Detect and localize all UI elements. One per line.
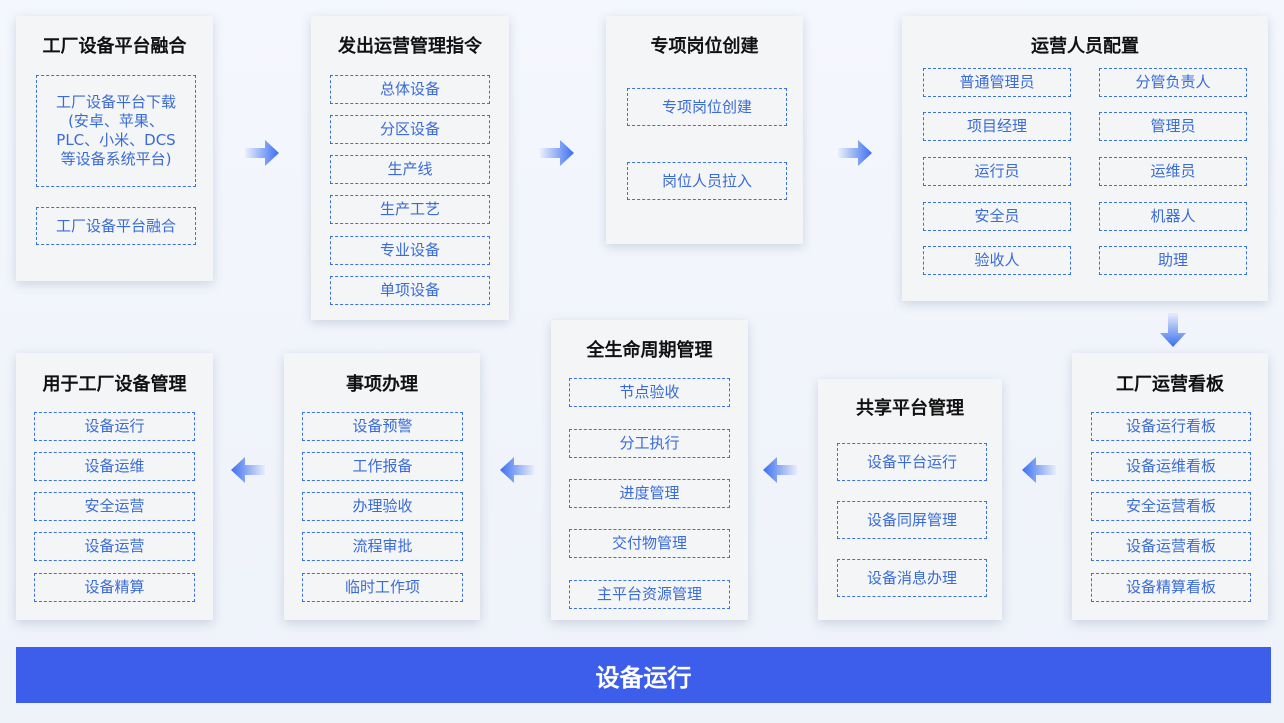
- item-screen-sharing: 设备同屏管理: [837, 501, 987, 539]
- card-operation-instruction: 发出运营管理指令 总体设备 分区设备 生产线 生产工艺 专业设备 单项设备: [311, 16, 509, 320]
- item-node-acceptance: 节点验收: [569, 378, 730, 407]
- arrow-right-icon: [540, 140, 574, 166]
- card-title: 全生命周期管理: [586, 340, 713, 361]
- item-task-execution: 分工执行: [569, 429, 730, 458]
- item-robot: 机器人: [1099, 202, 1247, 231]
- item-message-handling: 设备消息办理: [837, 559, 987, 597]
- item-operation-dashboard: 设备运营看板: [1091, 532, 1251, 561]
- card-factory-platform-fusion: 工厂设备平台融合 工厂设备平台下载 (安卓、苹果、 PLC、小米、DCS 等设备…: [16, 16, 213, 281]
- card-title: 工厂设备平台融合: [42, 36, 187, 57]
- item-single-equipment: 单项设备: [330, 276, 490, 305]
- card-lifecycle: 全生命周期管理 节点验收 分工执行 进度管理 交付物管理 主平台资源管理: [551, 320, 748, 620]
- arrow-left-icon: [500, 457, 534, 483]
- item-division-lead: 分管负责人: [1099, 68, 1247, 97]
- card-title: 发出运营管理指令: [338, 36, 482, 57]
- item-main-platform-resources: 主平台资源管理: [569, 580, 730, 609]
- card-title: 专项岗位创建: [650, 36, 759, 57]
- card-shared-platform: 共享平台管理 设备平台运行 设备同屏管理 设备消息办理: [818, 379, 1002, 620]
- card-title: 共享平台管理: [856, 398, 964, 419]
- item-special-equipment: 专业设备: [330, 236, 490, 265]
- item-general-admin: 普通管理员: [923, 68, 1071, 97]
- item-equipment-actuarial: 设备精算: [34, 573, 195, 602]
- item-temp-work: 临时工作项: [302, 573, 463, 602]
- item-approval: 流程审批: [302, 532, 463, 561]
- item-platform-fusion: 工厂设备平台融合: [36, 207, 196, 245]
- item-production-process: 生产工艺: [330, 195, 490, 224]
- arrow-left-icon: [763, 457, 797, 483]
- item-platform-running: 设备平台运行: [837, 443, 987, 481]
- item-production-line: 生产线: [330, 155, 490, 184]
- card-factory-equipment-management: 用于工厂设备管理 设备运行 设备运维 安全运营 设备运营 设备精算: [16, 353, 213, 620]
- item-work-report: 工作报备: [302, 452, 463, 481]
- item-maintenance-dashboard: 设备运维看板: [1091, 452, 1251, 481]
- bottom-bar-equipment-running: 设备运行: [16, 647, 1271, 703]
- arrow-down-icon: [1160, 313, 1186, 347]
- item-overall-equipment: 总体设备: [330, 75, 490, 104]
- item-equipment-operation: 设备运营: [34, 532, 195, 561]
- item-equipment-maintenance: 设备运维: [34, 452, 195, 481]
- item-safe-operation: 安全运营: [34, 492, 195, 521]
- item-acceptor: 验收人: [923, 246, 1071, 275]
- card-personnel-config: 运营人员配置 普通管理员 分管负责人 项目经理 管理员 运行员 运维员 安全员 …: [902, 16, 1268, 301]
- card-title: 事项办理: [346, 374, 418, 395]
- arrow-right-icon: [245, 140, 279, 166]
- card-matters-handling: 事项办理 设备预警 工作报备 办理验收 流程审批 临时工作项: [284, 353, 480, 620]
- item-equipment-warning: 设备预警: [302, 412, 463, 441]
- item-actuarial-dashboard: 设备精算看板: [1091, 573, 1251, 602]
- item-maintainer: 运维员: [1099, 157, 1247, 186]
- item-create-post: 专项岗位创建: [627, 88, 787, 126]
- item-equipment-running: 设备运行: [34, 412, 195, 441]
- item-safety-dashboard: 安全运营看板: [1091, 492, 1251, 521]
- item-progress-management: 进度管理: [569, 479, 730, 508]
- card-title: 工厂运营看板: [1116, 374, 1224, 395]
- item-acceptance: 办理验收: [302, 492, 463, 521]
- item-post-members: 岗位人员拉入: [627, 162, 787, 200]
- item-platform-download: 工厂设备平台下载 (安卓、苹果、 PLC、小米、DCS 等设备系统平台): [36, 75, 196, 187]
- item-operator: 运行员: [923, 157, 1071, 186]
- item-zone-equipment: 分区设备: [330, 115, 490, 144]
- arrow-left-icon: [1022, 457, 1056, 483]
- card-title: 用于工厂设备管理: [42, 374, 187, 395]
- arrow-left-icon: [231, 457, 265, 483]
- item-run-dashboard: 设备运行看板: [1091, 412, 1251, 441]
- card-title: 运营人员配置: [1031, 36, 1139, 57]
- card-factory-dashboard: 工厂运营看板 设备运行看板 设备运维看板 安全运营看板 设备运营看板 设备精算看…: [1072, 353, 1268, 620]
- arrow-right-icon: [838, 140, 872, 166]
- item-project-manager: 项目经理: [923, 112, 1071, 141]
- item-admin: 管理员: [1099, 112, 1247, 141]
- item-safety-officer: 安全员: [923, 202, 1071, 231]
- item-assistant: 助理: [1099, 246, 1247, 275]
- item-deliverables: 交付物管理: [569, 529, 730, 558]
- card-special-post: 专项岗位创建 专项岗位创建 岗位人员拉入: [606, 16, 803, 244]
